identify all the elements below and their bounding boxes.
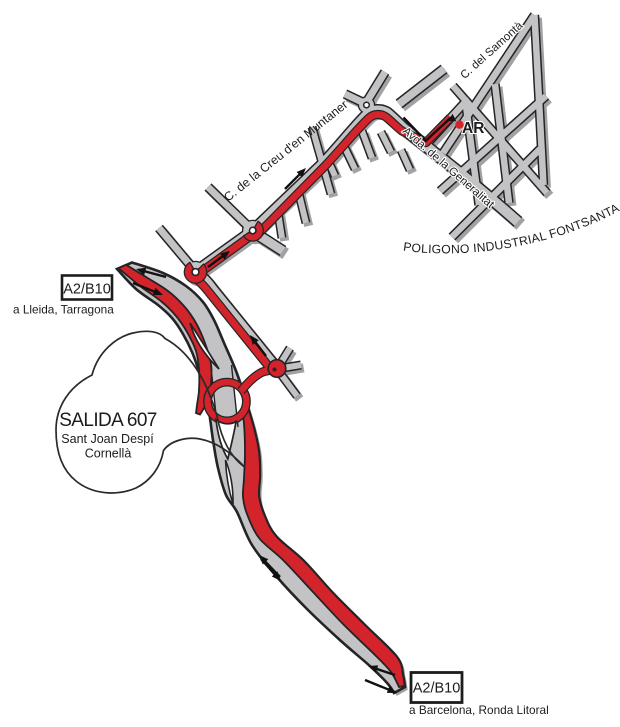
svg-text:Cornellà: Cornellà [85, 447, 132, 461]
svg-text:Sant Joan Despí: Sant Joan Despí [61, 432, 154, 446]
svg-text:a Lleida, Tarragona: a Lleida, Tarragona [13, 303, 114, 317]
svg-text:SALIDA 607: SALIDA 607 [59, 410, 157, 431]
svg-text:A2/B10: A2/B10 [413, 681, 461, 697]
svg-text:A2/B10: A2/B10 [63, 282, 111, 298]
svg-text:AR: AR [462, 120, 484, 137]
svg-text:a Barcelona, Ronda Litoral: a Barcelona, Ronda Litoral [409, 703, 549, 717]
